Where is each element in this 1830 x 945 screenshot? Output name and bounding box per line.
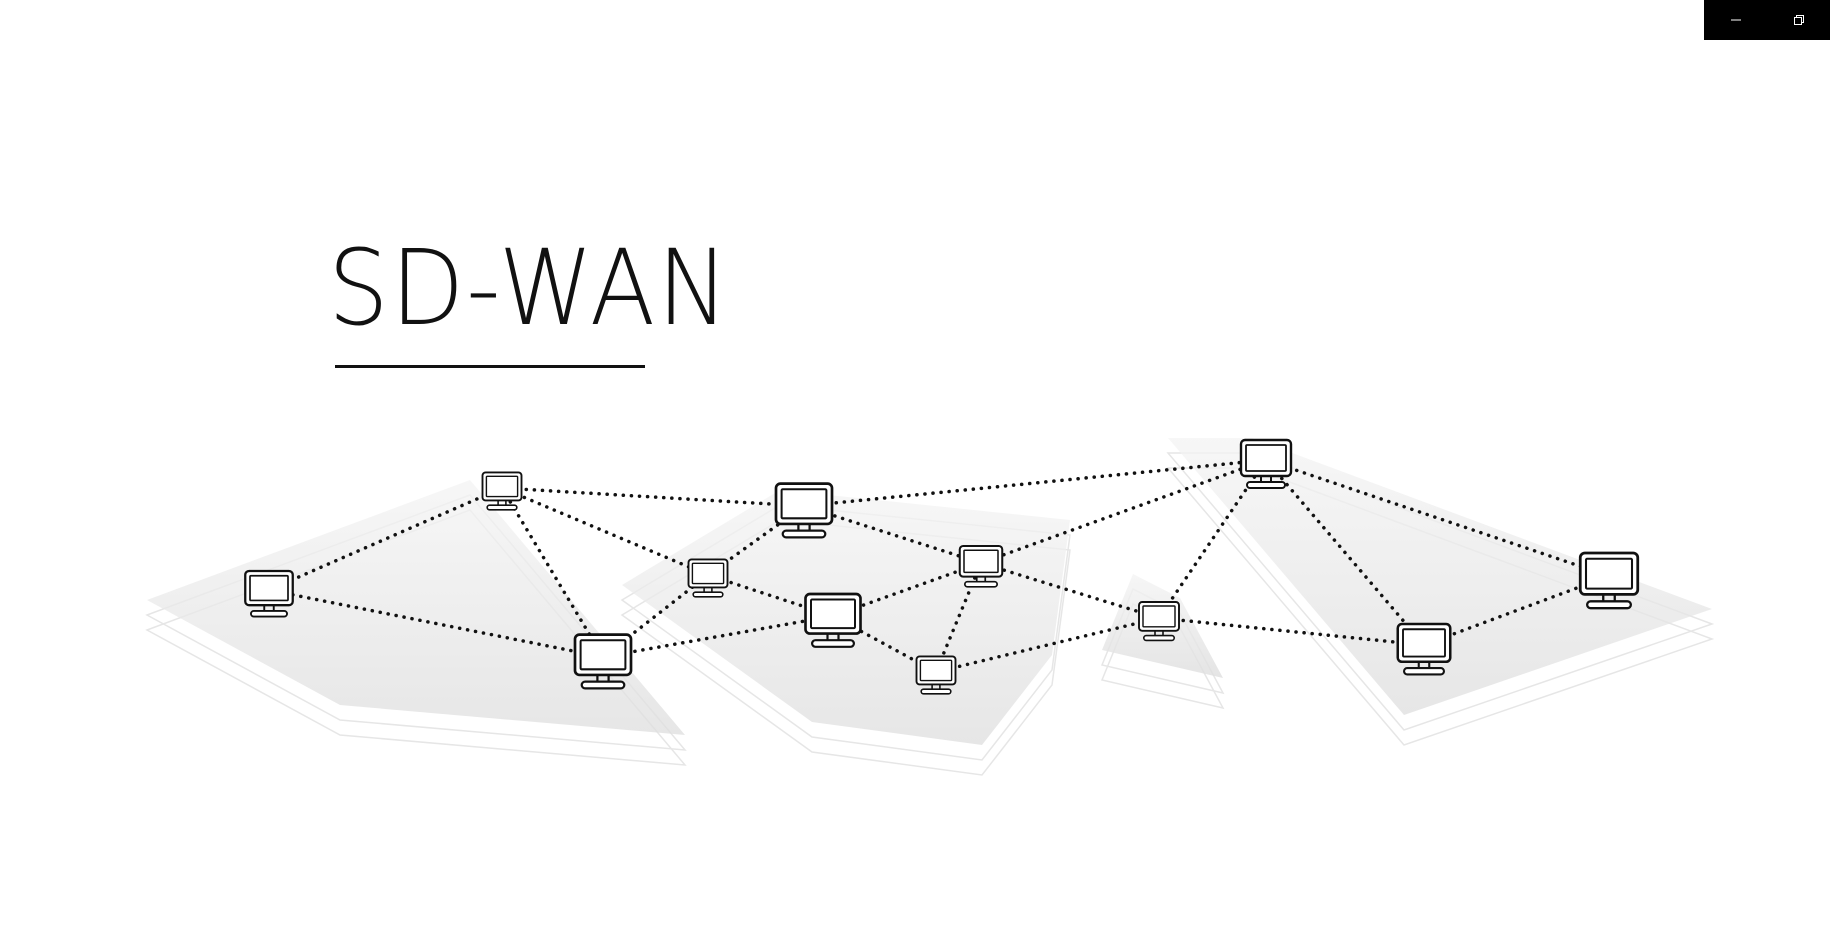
network-link [500,486,710,577]
monitor-icon [915,655,957,695]
restore-button[interactable] [1771,0,1827,40]
network-link [601,614,835,659]
network-nodes [244,438,1640,695]
network-link [979,458,1268,565]
monitor-icon [774,482,834,539]
network-link [601,573,710,659]
plane-right [1166,438,1715,746]
network-link [934,561,983,674]
network-link [267,486,504,592]
monitor-icon [1138,601,1180,642]
network-link [706,573,835,618]
network-link [802,504,983,565]
slide-title: SD-WAN [328,227,731,349]
network-links [267,458,1611,674]
network-link [1157,458,1268,620]
title-underline [335,365,645,368]
window-caption-controls [1704,0,1830,40]
network-link [500,486,806,508]
monitor-icon [958,544,1004,588]
monitor-icon [1396,622,1452,676]
monitor-icon [804,592,862,648]
network-link [831,561,983,618]
network-link [267,588,605,659]
network-link [979,561,1161,620]
plane-left [145,480,687,766]
monitor-icon [244,569,294,618]
restore-icon [1793,15,1804,25]
minimize-button[interactable] [1708,0,1764,40]
network-link [1422,574,1611,647]
network-link [934,616,1161,674]
monitor-icon [687,558,729,598]
monitor-icon [1239,438,1293,489]
monitor-icon [1578,551,1640,610]
monitor-icon [573,633,633,690]
monitor-icon [481,471,523,511]
network-link [1264,458,1426,647]
network-illustration [145,438,1715,776]
network-link [500,486,605,659]
background-planes [145,438,1715,776]
minimize-icon [1730,19,1741,21]
